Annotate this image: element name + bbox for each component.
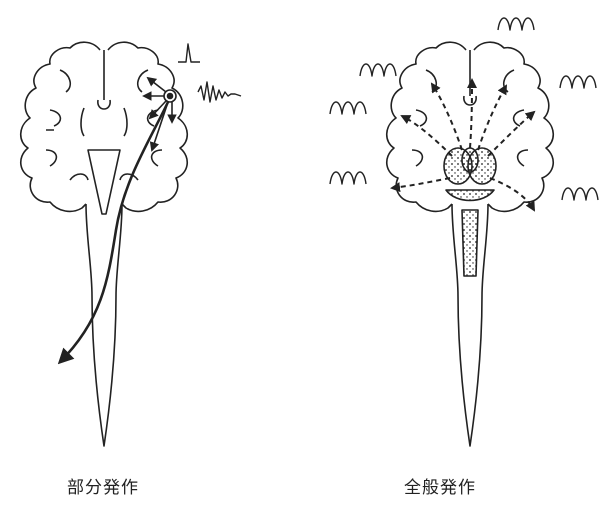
partial-seizure-panel	[21, 42, 241, 446]
brainstem-icon	[86, 204, 122, 446]
partial-seizure-caption: 部分発作	[43, 473, 163, 498]
generalized-seizure-panel	[330, 18, 598, 446]
spread-arrow-icon	[60, 102, 168, 362]
generalized-seizure-caption: 全般発作	[380, 473, 500, 498]
spike-wave-icon	[178, 44, 200, 62]
spike-wave-icon	[198, 82, 241, 102]
